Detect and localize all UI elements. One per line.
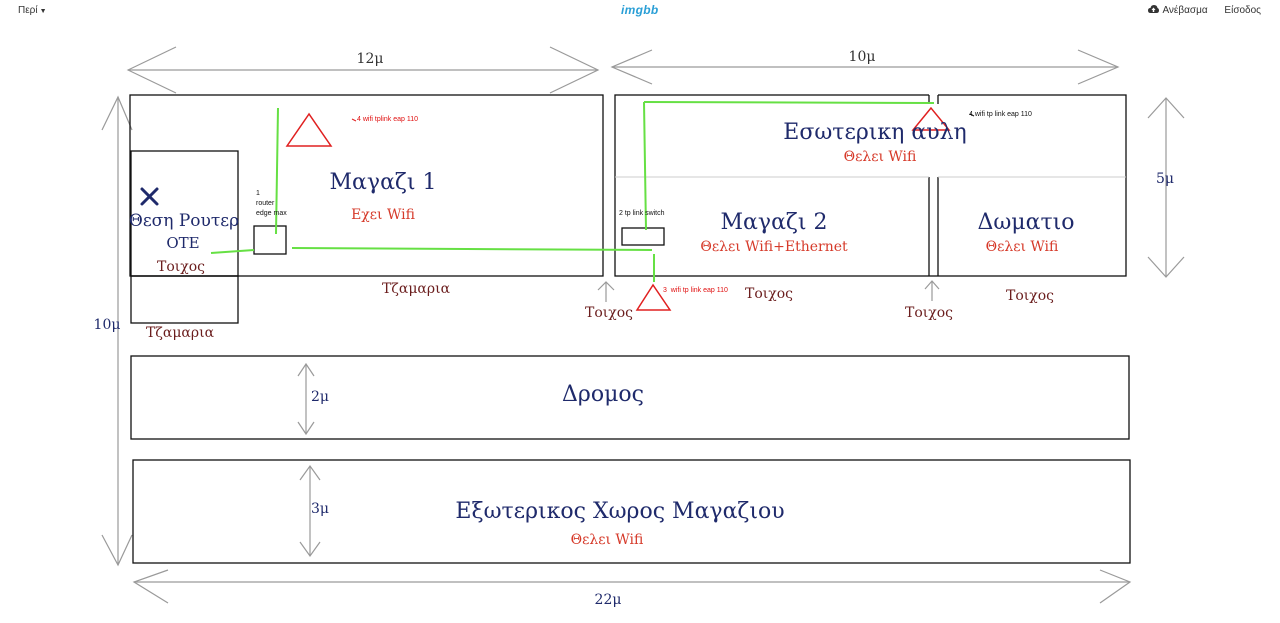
outdoor-title: Εξωτερικος Χωρος Μαγαζιου	[455, 499, 785, 524]
shop2-ap-text: wifi tp link eap 110	[670, 287, 728, 294]
shop2-ap-label: 3 wifi tp link eap 110	[663, 287, 728, 294]
router-glass-outline	[130, 275, 239, 324]
dim-arrow-10m-left	[101, 95, 133, 567]
dim-label-10m-left: 10μ	[93, 317, 121, 333]
shop1-outline	[129, 94, 604, 277]
shop1-glass: Τζαμαρια	[381, 281, 451, 297]
top-right-nav: Ανέβασμα Είσοδος	[1148, 5, 1261, 16]
dim-arrow-2m	[297, 362, 315, 436]
shop1-ap-num: 4	[357, 116, 361, 123]
switch-label: 2 tp link switch	[619, 210, 665, 217]
room-status: Θελει Wifi	[985, 239, 1059, 255]
yard-title: Εσωτερικη αυλη	[783, 120, 967, 145]
router-device-label-3: edge max	[256, 210, 287, 217]
room-outlines	[129, 94, 1131, 564]
about-menu-label: Περί	[18, 5, 38, 16]
dim-label-3m: 3μ	[310, 501, 330, 517]
dim-arrow-12m	[126, 46, 600, 94]
router-box-wall: Τοιχος	[156, 259, 206, 275]
cable-to-ap4	[643, 101, 935, 104]
cable-to-shop2	[291, 247, 653, 251]
caret-down-icon: ▼	[39, 8, 47, 15]
dim-label-10m-top: 10μ	[848, 49, 876, 65]
cable-router-to-device	[210, 249, 255, 254]
router-device	[253, 225, 287, 255]
router-box-title: Θεση Ρουτερ	[128, 211, 240, 231]
dim-label-12m: 12μ	[356, 51, 384, 67]
dim-label-2m: 2μ	[310, 389, 330, 405]
dim-label-22m: 22μ	[594, 592, 622, 608]
road-outline	[130, 355, 1130, 440]
shop1-status: Εχει Wifi	[351, 207, 415, 223]
outdoor-outline	[132, 459, 1131, 564]
shop2-title: Μαγαζι 2	[720, 210, 828, 235]
room-wall: Τοιχος	[1005, 288, 1055, 304]
ap-triangle-shop1	[285, 112, 333, 147]
road-title: Δρομος	[562, 382, 644, 407]
shop1-ap-text: wifi tplink eap 110	[362, 116, 418, 123]
dim-arrow-10m-top	[610, 49, 1120, 85]
site-logo[interactable]: imgbb	[621, 3, 659, 17]
login-link[interactable]: Είσοδος	[1224, 5, 1261, 16]
dim-arrow-3m	[299, 464, 321, 558]
wall-label-mid: Τοιχος	[904, 305, 954, 321]
dim-arrow-5m	[1147, 97, 1185, 278]
shop2-yard-outline	[614, 94, 1127, 277]
router-device-label-2: router	[256, 200, 275, 207]
dim-label-5m: 5μ	[1155, 171, 1175, 187]
shop2-ap-num: 3	[663, 287, 667, 294]
shop2-status: Θελει Wifi+Ethernet	[700, 239, 848, 255]
shop1-title: Μαγαζι 1	[329, 170, 437, 195]
upload-button[interactable]: Ανέβασμα	[1148, 5, 1208, 16]
network-cables	[210, 101, 935, 282]
wall-pointer-right	[924, 280, 940, 301]
yard-ap-text: wifi tp link eap 110	[974, 111, 1032, 118]
ap-triangle-yard	[911, 106, 951, 131]
cloud-upload-icon	[1148, 5, 1160, 13]
room-title: Δωματιο	[977, 210, 1075, 235]
router-device-label-1: 1	[256, 190, 260, 197]
top-bar: Περί▼ imgbb Ανέβασμα Είσοδος	[0, 0, 1280, 22]
wall-pointer-left	[597, 281, 615, 302]
shop1-ap-label: 4 wifi tplink eap 110	[357, 116, 418, 123]
wall-label-left: Τοιχος	[584, 305, 634, 321]
about-menu[interactable]: Περί▼	[18, 5, 47, 16]
yard-ap-num: 4	[969, 111, 973, 118]
router-position-x-icon	[140, 187, 159, 206]
router-box-subtitle: ΟΤΕ	[166, 234, 200, 252]
switch-device	[621, 227, 665, 246]
yard-ap-label: 4 wifi tp link eap 110	[969, 111, 1032, 118]
cable-to-ap1	[275, 107, 279, 235]
outdoor-status: Θελει Wifi	[570, 532, 644, 548]
upload-label: Ανέβασμα	[1162, 5, 1208, 16]
router-box-glass: Τζαμαρια	[145, 325, 215, 341]
dimension-arrows	[101, 46, 1185, 604]
shop2-wall: Τοιχος	[744, 286, 794, 302]
cable-up-yard	[643, 101, 647, 231]
ap-triangle-shop2	[635, 283, 672, 311]
dim-arrow-22m	[132, 569, 1132, 604]
yard-status: Θελει Wifi	[843, 149, 917, 165]
access-points	[285, 106, 951, 311]
ap-markers	[351, 113, 975, 122]
